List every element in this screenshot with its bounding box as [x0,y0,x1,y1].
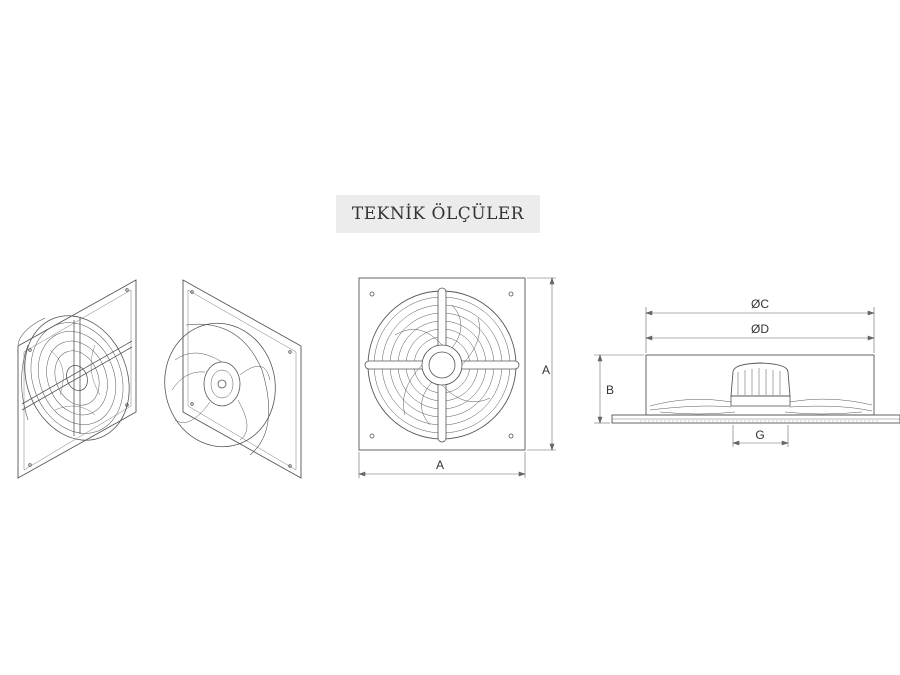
inner-diameter-label: ØD [751,322,769,336]
front-width-label: A [436,458,444,472]
front-view [358,277,526,451]
iso-view-front [17,279,137,479]
title-box: TEKNİK ÖLÇÜLER [336,195,540,233]
front-height-label: A [542,363,550,377]
iso-view-rear [164,279,302,479]
motor-label: G [755,428,764,442]
side-view [611,354,900,424]
depth-label: B [606,383,614,397]
outer-diameter-label: ØC [751,297,769,311]
side-dimensions [594,307,875,447]
front-dimensions [358,277,556,478]
page-title: TEKNİK ÖLÇÜLER [351,204,525,224]
